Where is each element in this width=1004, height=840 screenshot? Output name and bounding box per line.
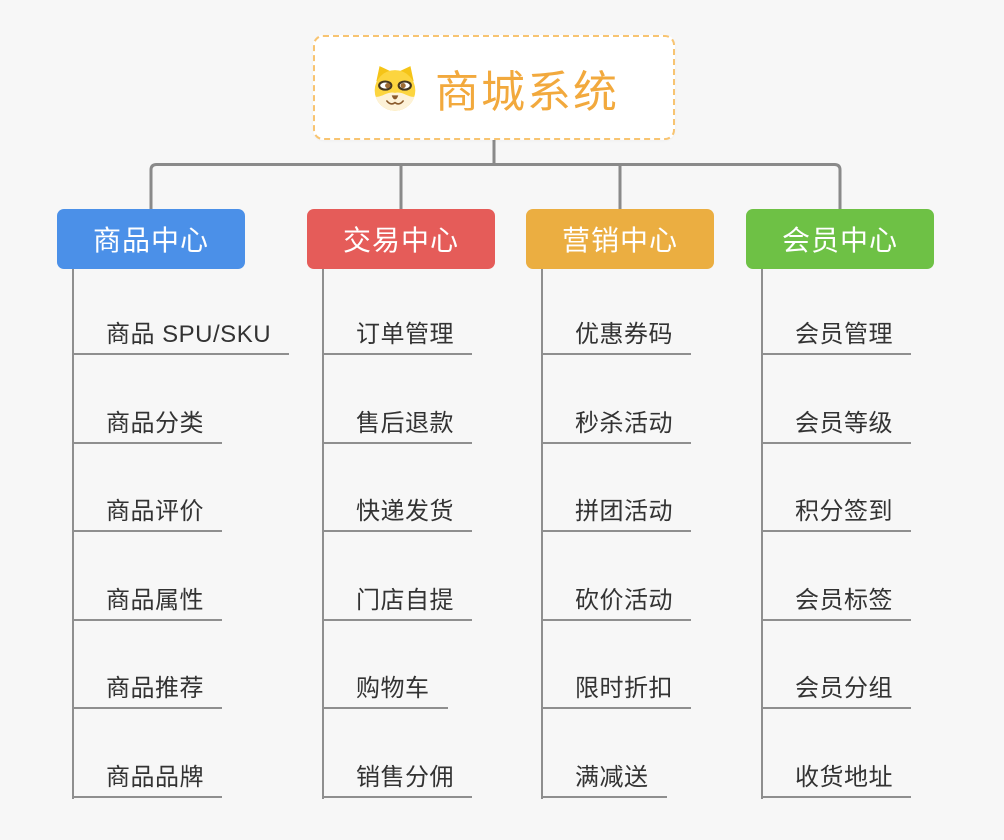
root-node-mall-system[interactable]: 商城系统 bbox=[313, 35, 675, 140]
branch-children-marketing-center: 优惠券码 秒杀活动 拼团活动 砍价活动 限时折扣 满减送 bbox=[542, 266, 691, 798]
leaf-node-member-level[interactable]: 会员等级 bbox=[762, 355, 911, 444]
leaf-node-sales-commission[interactable]: 销售分佣 bbox=[323, 709, 472, 798]
root-title: 商城系统 bbox=[435, 67, 619, 117]
leaf-node-bargain-activity[interactable]: 砍价活动 bbox=[542, 532, 691, 621]
branch-node-transaction-center[interactable]: 交易中心 bbox=[307, 209, 495, 269]
leaf-node-flash-sale[interactable]: 秒杀活动 bbox=[542, 355, 691, 444]
leaf-node-member-tag[interactable]: 会员标签 bbox=[762, 532, 911, 621]
leaf-node-express-delivery[interactable]: 快递发货 bbox=[323, 444, 472, 533]
leaf-node-order-management[interactable]: 订单管理 bbox=[323, 266, 472, 355]
leaf-node-shopping-cart[interactable]: 购物车 bbox=[323, 621, 448, 710]
branch-children-product-center: 商品 SPU/SKU 商品分类 商品评价 商品属性 商品推荐 商品品牌 bbox=[73, 266, 290, 798]
leaf-node-product-spu-sku[interactable]: 商品 SPU/SKU bbox=[73, 266, 290, 355]
leaf-node-limited-time-discount[interactable]: 限时折扣 bbox=[542, 621, 691, 710]
branch-children-member-center: 会员管理 会员等级 积分签到 会员标签 会员分组 收货地址 bbox=[762, 266, 911, 798]
leaf-node-product-brand[interactable]: 商品品牌 bbox=[73, 709, 222, 798]
leaf-node-product-recommend[interactable]: 商品推荐 bbox=[73, 621, 222, 710]
leaf-node-member-group[interactable]: 会员分组 bbox=[762, 621, 911, 710]
branch-node-marketing-center[interactable]: 营销中心 bbox=[526, 209, 714, 269]
leaf-node-member-management[interactable]: 会员管理 bbox=[762, 266, 911, 355]
leaf-node-after-sales-refund[interactable]: 售后退款 bbox=[323, 355, 472, 444]
branch-node-product-center[interactable]: 商品中心 bbox=[57, 209, 245, 269]
branch-node-member-center[interactable]: 会员中心 bbox=[746, 209, 934, 269]
leaf-node-full-reduction[interactable]: 满减送 bbox=[542, 709, 667, 798]
leaf-node-product-review[interactable]: 商品评价 bbox=[73, 444, 222, 533]
doge-icon bbox=[374, 65, 416, 111]
branch-children-transaction-center: 订单管理 售后退款 快递发货 门店自提 购物车 销售分佣 bbox=[323, 266, 472, 798]
leaf-node-shipping-address[interactable]: 收货地址 bbox=[762, 709, 911, 798]
leaf-node-coupon-code[interactable]: 优惠券码 bbox=[542, 266, 691, 355]
leaf-node-product-attribute[interactable]: 商品属性 bbox=[73, 532, 222, 621]
leaf-node-product-category[interactable]: 商品分类 bbox=[73, 355, 222, 444]
main-connectors bbox=[149, 139, 842, 209]
leaf-node-points-checkin[interactable]: 积分签到 bbox=[762, 444, 911, 533]
leaf-node-group-buy[interactable]: 拼团活动 bbox=[542, 444, 691, 533]
leaf-node-store-pickup[interactable]: 门店自提 bbox=[323, 532, 472, 621]
